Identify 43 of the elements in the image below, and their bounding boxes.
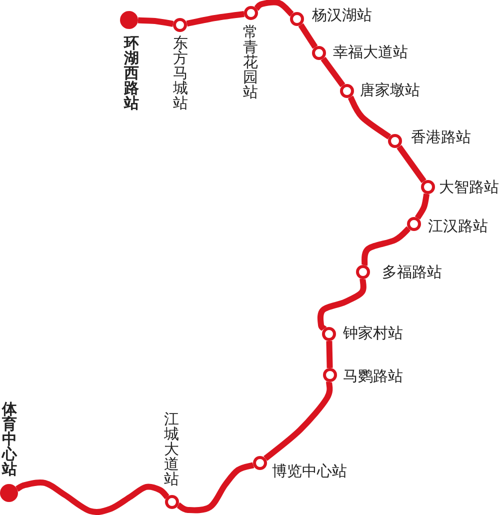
- station-marker: [312, 46, 326, 60]
- station-marker: [388, 134, 402, 148]
- metro-line: [362, 226, 411, 266]
- station-marker: [356, 265, 370, 279]
- station-marker: [244, 6, 258, 20]
- metro-line: [176, 462, 254, 514]
- station-marker: [323, 368, 337, 382]
- station-name: 常青花园站: [243, 25, 258, 100]
- metro-line: [186, 11, 244, 27]
- terminus-marker: [0, 484, 18, 502]
- metro-line: [254, 0, 294, 16]
- station-name: 钟家村站: [343, 325, 403, 342]
- station-name: 大智路站: [439, 179, 499, 196]
- station-name: 东方马城站: [173, 36, 188, 111]
- station-marker: [340, 84, 354, 98]
- metro-line: [138, 17, 174, 27]
- station-marker: [165, 495, 179, 509]
- station-name: 马鹦路站: [343, 368, 403, 385]
- station-marker: [173, 18, 187, 32]
- station-name: 香港路站: [411, 129, 471, 146]
- station-name: 江汉路站: [428, 218, 488, 235]
- station-marker: [253, 456, 267, 470]
- metro-line: [298, 23, 318, 49]
- station-marker: [407, 217, 421, 231]
- station-name: 环湖西路站: [124, 36, 139, 111]
- metro-line: [396, 144, 426, 184]
- station-name: 多福路站: [382, 264, 442, 281]
- metro-line: [326, 340, 333, 368]
- metro-line: [320, 56, 346, 88]
- metro-line: [264, 382, 333, 461]
- station-name: 体育中心站: [2, 402, 17, 477]
- station-name: 唐家墩站: [360, 82, 420, 99]
- station-marker: [322, 327, 336, 341]
- metro-line: [414, 193, 430, 220]
- metro-line: [317, 278, 366, 332]
- station-marker: [290, 12, 304, 26]
- station-name: 杨汉湖站: [312, 7, 372, 24]
- terminus-marker: [120, 11, 138, 29]
- station-name: 博览中心站: [272, 463, 347, 480]
- metro-line: [348, 96, 392, 140]
- station-name: 江城大道站: [164, 412, 179, 487]
- station-name: 幸福大道站: [333, 44, 408, 61]
- station-marker: [421, 180, 435, 194]
